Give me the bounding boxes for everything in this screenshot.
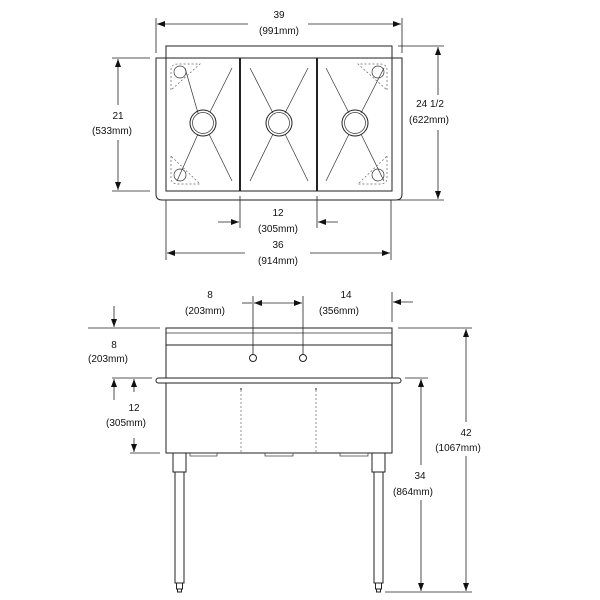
dimension-bowl-span: 36 (914mm)	[165, 200, 392, 267]
dimension-backsplash-offset: 14 (356mm)	[319, 290, 413, 322]
dimension-value: 34	[414, 471, 426, 482]
dimension-metric: (864mm)	[393, 487, 433, 498]
dimension-metric: (203mm)	[185, 306, 225, 317]
dimension-value: 24 1/2	[416, 99, 444, 110]
dimension-value: 8	[207, 290, 213, 301]
drain-icon	[341, 109, 369, 137]
drain-icon	[189, 109, 217, 137]
dimension-bowl-depth: 21 (533mm)	[92, 57, 150, 192]
backsplash-outline	[165, 45, 393, 192]
dimension-metric: (914mm)	[258, 256, 298, 267]
dimension-value: 8	[111, 340, 117, 351]
dimension-overall-depth: 24 1/2 (622mm)	[398, 45, 449, 201]
faucet-hole-icon	[249, 354, 257, 362]
backsplash	[165, 327, 393, 379]
dimension-metric: (533mm)	[92, 126, 132, 137]
dimension-metric: (305mm)	[258, 224, 298, 235]
leg-left	[172, 452, 187, 593]
dimension-metric: (622mm)	[409, 115, 449, 126]
dimension-metric: (203mm)	[88, 354, 128, 365]
dimension-value: 12	[272, 208, 284, 219]
drain-outlet	[189, 452, 218, 457]
dimension-value: 42	[460, 428, 472, 439]
rim	[155, 377, 402, 384]
front-view: 8 (203mm) 14 (356mm) 8 (203mm) 12 (305mm…	[88, 290, 481, 593]
sink-body	[165, 382, 393, 454]
bowl-right	[325, 63, 388, 185]
dimension-value: 36	[272, 240, 284, 251]
dimension-metric: (1067mm)	[435, 443, 481, 454]
drain-outlet	[264, 452, 294, 457]
sink-outline	[155, 57, 403, 201]
dimension-bowl-height: 12 (305mm)	[106, 379, 160, 454]
bowl-left	[170, 63, 233, 185]
top-view: 39 (991mm) 21 (533mm) 24 1/2 (622mm) 12 …	[92, 10, 449, 267]
dimension-rim-height: 34 (864mm)	[393, 377, 433, 591]
dimension-bowl-width: 12 (305mm)	[218, 196, 338, 235]
dimension-overall-width: 39 (991mm)	[155, 10, 403, 53]
dimension-overall-height: 42 (1067mm)	[385, 327, 481, 593]
dimension-value: 39	[273, 10, 285, 21]
dimension-metric: (305mm)	[106, 418, 146, 429]
dimension-faucet-spacing: 8 (203mm)	[185, 290, 304, 354]
dimension-value: 12	[128, 403, 140, 414]
dimension-backsplash-height: 8 (203mm)	[88, 306, 160, 400]
dimension-value: 14	[340, 290, 352, 301]
drain-outlet	[339, 452, 369, 457]
bowl-center	[249, 67, 309, 182]
leg-right	[371, 452, 386, 593]
faucet-hole-icon	[299, 354, 307, 362]
dimension-value: 21	[112, 111, 124, 122]
drain-icon	[265, 109, 293, 137]
dimension-metric: (356mm)	[319, 306, 359, 317]
dimension-metric: (991mm)	[259, 26, 299, 37]
